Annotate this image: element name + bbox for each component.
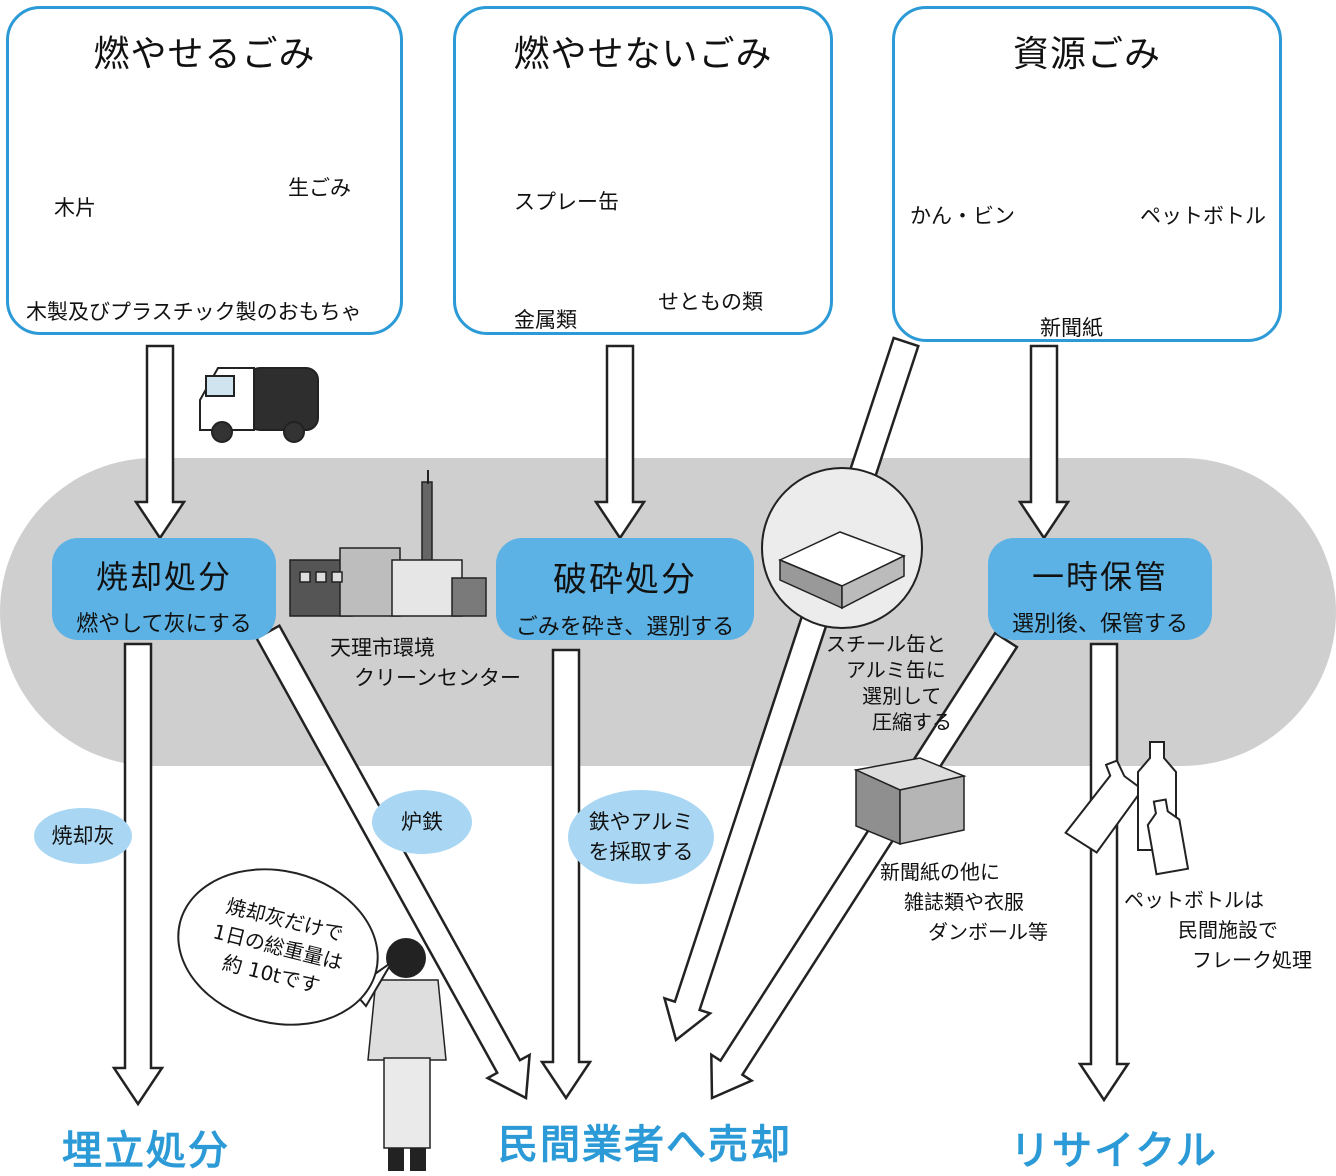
storage-title: 一時保管 [1031, 558, 1168, 596]
facility-name-line1: 天理市環境 [330, 636, 435, 660]
burnable-waste-title: 燃やせるごみ [93, 34, 316, 75]
metals-bubble-line2: を採取する [588, 840, 694, 864]
resource-waste-title: 資源ごみ [1012, 34, 1161, 75]
pet-note-3: フレーク処理 [1192, 948, 1312, 972]
crushing-title: 破砕処分 [553, 560, 697, 600]
food-waste-label: 生ごみ [288, 176, 351, 200]
nonburnable-waste-box: 燃やせないごみ [453, 6, 833, 335]
arrow-resource-to-storage [1017, 344, 1071, 541]
paper-note-2: 雑誌類や衣服 [904, 890, 1024, 914]
metals-bubble-line1: 鉄やアルミ [588, 810, 694, 834]
pet-bottles-lower-icon [1064, 741, 1190, 876]
recycle-destination: リサイクル [1010, 1128, 1218, 1174]
toys-label: 木製及びプラスチック製のおもちゃ [26, 300, 362, 324]
paper-note-3: ダンボール等 [928, 920, 1048, 944]
newspaper-label: 新聞紙 [1040, 316, 1103, 340]
metals-bubble: 鉄やアルミ を採取する [568, 790, 714, 884]
garbage-truck-icon [199, 367, 319, 443]
paper-bundle-icon [853, 757, 967, 846]
arrow-burnable-to-incineration [133, 344, 187, 541]
pet-note-2: 民間施設で [1178, 918, 1278, 942]
burnable-waste-box: 燃やせるごみ [6, 6, 403, 335]
arrow-crushing-to-sale [539, 648, 593, 1101]
cans-note-3: 選別して [862, 684, 942, 708]
incineration-subtitle: 燃やして灰にする [76, 612, 252, 637]
storage-process: 一時保管 選別後、保管する [988, 538, 1212, 640]
wood-label: 木片 [54, 196, 96, 220]
clean-center-building-icon [289, 470, 487, 617]
arrow-nonburnable-to-crushing [593, 344, 647, 541]
sale-destination: 民間業者へ売却 [498, 1122, 792, 1168]
incineration-title: 焼却処分 [95, 558, 232, 596]
arrow-incineration-to-landfill [111, 642, 165, 1107]
ash-bubble: 焼却灰 [34, 808, 132, 864]
crushing-subtitle: ごみを砕き、選別する [515, 615, 735, 640]
facility-name-line2: クリーンセンター [354, 666, 521, 690]
metals-bubble-text: 鉄やアルミ を採取する [589, 807, 694, 867]
cans-note-2: アルミ缶に [846, 658, 946, 682]
incineration-process: 焼却処分 燃やして灰にする [52, 538, 276, 640]
arrow-incineration-iron-to-sale [254, 624, 532, 1100]
ash-bubble-text: 焼却灰 [51, 824, 115, 848]
paper-note-1: 新聞紙の他に [880, 860, 1000, 884]
cans-note-4: 圧縮する [872, 710, 952, 734]
metals-label: 金属類 [514, 308, 577, 332]
crushing-process: 破砕処分 ごみを砕き、選別する [496, 538, 754, 640]
pet-note-1: ペットボトルは [1124, 888, 1264, 912]
iron-bubble: 炉鉄 [372, 790, 472, 854]
cans-bottles-label: かん・ビン [910, 204, 1015, 228]
nonburnable-waste-title: 燃やせないごみ [513, 34, 773, 75]
spray-can-label: スプレー缶 [514, 190, 619, 214]
arrow-storage-to-recycle [1077, 642, 1131, 1103]
landfill-destination: 埋立処分 [62, 1128, 230, 1174]
storage-subtitle: 選別後、保管する [1011, 612, 1188, 637]
arrow-storage-paper-to-sale [710, 631, 1019, 1100]
cans-note-1: スチール缶と [826, 632, 946, 656]
iron-bubble-text: 炉鉄 [401, 810, 443, 834]
pet-bottle-label: ペットボトル [1140, 204, 1266, 228]
staff-person-icon [367, 938, 447, 1171]
ceramics-label: せともの類 [658, 290, 763, 314]
resource-waste-box: 資源ごみ [892, 6, 1282, 342]
compressed-cans-icon [761, 467, 923, 629]
